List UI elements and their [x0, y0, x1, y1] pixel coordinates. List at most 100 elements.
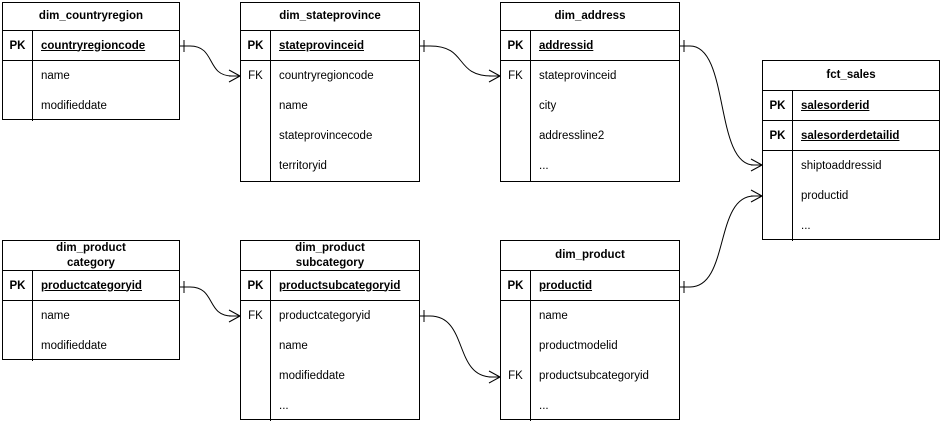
key-badge-dim_product-... [501, 391, 530, 421]
key-badge-dim_productsubcategory-... [241, 391, 270, 421]
key-badge-fct_sales-shiptoaddressid [763, 151, 792, 181]
entity-title-dim_productcategory: dim_product category [3, 241, 179, 271]
key-badge-fct_sales-productid [763, 181, 792, 211]
attribute-fct_sales-salesorderid: salesorderid [801, 99, 870, 112]
key-badge-dim_productsubcategory-productcategoryid: FK [248, 310, 263, 322]
entity-body-attrs-dim_countryregion: name modifieddate [33, 61, 179, 121]
entity-body-attrs-fct_sales: shiptoaddressid productid... [793, 151, 939, 241]
connector-rel-productcategory-subcategory [189, 286, 233, 317]
entity-body-keys-dim_address: FK [501, 61, 531, 181]
key-badge-dim_address-addressline2 [501, 121, 530, 151]
crowsfoot-lower-rel-product-sales [750, 195, 763, 203]
key-badge-fct_sales-... [763, 211, 792, 241]
crowsfoot-lower-rel-subcategory-product [488, 376, 501, 384]
key-badge-dim_address-city [501, 91, 530, 121]
key-badge-dim_countryregion-name [3, 61, 32, 91]
attribute-dim_stateprovince-countryregioncode: countryregioncode [279, 70, 374, 82]
attribute-fct_sales-salesorderdetailid: salesorderdetailid [801, 129, 900, 142]
key-badge-dim_productsubcategory-modifieddate [241, 361, 270, 391]
connector-rel-product-sales [689, 195, 755, 288]
crowsfoot-upper-rel-countryregion-stateprovince [228, 69, 241, 77]
attribute-dim_product-name: name [539, 310, 568, 322]
attribute-dim_product-productmodelid: productmodelid [539, 340, 618, 352]
entity-title-dim_countryregion: dim_countryregion [3, 3, 179, 31]
crowsfoot-upper-rel-product-sales [750, 189, 763, 197]
attribute-dim_countryregion-name: name [41, 70, 70, 82]
entity-body-keys-dim_stateprovince: FK [241, 61, 271, 181]
crowsfoot-upper-rel-stateprovince-address [488, 69, 501, 77]
attribute-dim_productsubcategory-name: name [279, 340, 308, 352]
cardinality-many-rel-subcategory-product [488, 370, 501, 384]
entity-body-keys-dim_product: FK [501, 301, 531, 421]
crowsfoot-lower-rel-address-sales [750, 164, 763, 172]
cardinality-many-rel-product-sales [750, 189, 763, 203]
key-badge-dim_productcategory-modifieddate [3, 331, 32, 361]
key-badge-dim_product-productsubcategoryid: FK [508, 370, 523, 382]
entity-body-fct_sales: shiptoaddressid productid... [763, 151, 939, 241]
entity-title-dim_address: dim_address [501, 3, 679, 31]
entity-body-keys-dim_productsubcategory: FK [241, 301, 271, 421]
attribute-dim_productsubcategory-productsubcategoryid: productsubcategoryid [279, 279, 401, 292]
entity-key-row-dim_productcategory-productcategoryid: PK productcategoryid [3, 271, 179, 301]
entity-body-keys-fct_sales [763, 151, 793, 241]
attribute-dim_productsubcategory-productcategoryid: productcategoryid [279, 310, 371, 322]
crowsfoot-upper-rel-productcategory-subcategory [228, 309, 241, 317]
entity-body-dim_product: FK name productmodelid productsubcategoryid… [501, 301, 679, 421]
cardinality-many-rel-productcategory-subcategory [228, 309, 241, 323]
key-badge-dim_countryregion-modifieddate [3, 91, 32, 121]
attribute-dim_address-addressid: addressid [539, 39, 594, 52]
key-badge-dim_product-productid: PK [501, 271, 531, 300]
connector-rel-stateprovince-address [429, 45, 493, 77]
key-badge-dim_productcategory-productcategoryid: PK [3, 271, 33, 300]
entity-title-dim_productsubcategory: dim_product subcategory [241, 241, 419, 271]
key-badge-dim_countryregion-countryregioncode: PK [3, 31, 33, 60]
entity-key-row-dim_countryregion-countryregioncode: PK countryregioncode [3, 31, 179, 61]
cardinality-one-rel-address-sales [680, 40, 690, 52]
attribute-fct_sales-productid: productid [801, 190, 849, 202]
attribute-dim_productcategory-name: name [41, 310, 70, 322]
key-badge-dim_stateprovince-name [241, 91, 270, 121]
entity-title-dim_stateprovince: dim_stateprovince [241, 3, 419, 31]
key-badge-dim_stateprovince-stateprovincecode [241, 121, 270, 151]
attribute-dim_productsubcategory-...: ... [279, 400, 289, 412]
attribute-dim_address-addressline2: addressline2 [539, 130, 605, 142]
attribute-dim_countryregion-modifieddate: modifieddate [41, 100, 107, 112]
key-badge-dim_productcategory-name [3, 301, 32, 331]
attribute-fct_sales-...: ... [801, 220, 811, 232]
attribute-fct_sales-shiptoaddressid: shiptoaddressid [801, 160, 882, 172]
connector-rel-subcategory-product [429, 315, 493, 378]
attribute-dim_stateprovince-name: name [279, 100, 308, 112]
key-badge-dim_stateprovince-territoryid [241, 151, 270, 181]
attribute-dim_product-productsubcategoryid: productsubcategoryid [539, 370, 649, 382]
attribute-dim_productcategory-productcategoryid: productcategoryid [41, 279, 142, 292]
key-badge-dim_productsubcategory-name [241, 331, 270, 361]
attribute-dim_address-stateprovinceid: stateprovinceid [539, 70, 617, 82]
cardinality-many-rel-stateprovince-address [488, 69, 501, 83]
crowsfoot-upper-rel-subcategory-product [488, 370, 501, 378]
key-badge-dim_address-... [501, 151, 530, 181]
entity-title-dim_product: dim_product [501, 241, 679, 271]
cardinality-one-rel-stateprovince-address [420, 40, 430, 52]
entity-title-fct_sales: fct_sales [763, 61, 939, 91]
attribute-dim_countryregion-countryregioncode: countryregioncode [41, 39, 146, 52]
entity-body-keys-dim_countryregion [3, 61, 33, 121]
crowsfoot-lower-rel-stateprovince-address [488, 75, 501, 83]
